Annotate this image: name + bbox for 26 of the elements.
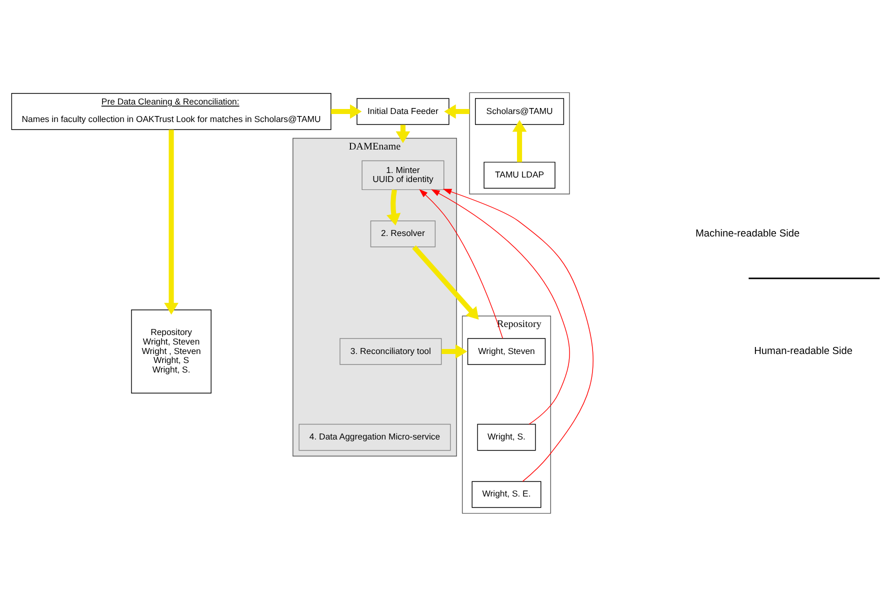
arrow bbox=[386, 189, 401, 226]
node-box: 1. Minter UUID of identity bbox=[362, 160, 444, 190]
arrow bbox=[431, 189, 570, 425]
node-box: 3. Reconciliatory tool bbox=[340, 338, 442, 365]
cluster bbox=[469, 92, 570, 194]
node-box: Scholars@TAMU bbox=[475, 98, 564, 125]
arrow bbox=[444, 104, 470, 119]
label: Machine-readable Side bbox=[696, 228, 800, 240]
node-box: Wright, S. E. bbox=[472, 481, 542, 508]
arrow bbox=[396, 124, 410, 144]
node-box: Wright, Steven bbox=[467, 338, 546, 365]
label: Human-readable Side bbox=[754, 346, 853, 358]
arrow bbox=[419, 189, 504, 339]
arrow bbox=[412, 245, 479, 320]
node-box: Wright, S. bbox=[477, 424, 536, 451]
node-box: TAMU LDAP bbox=[484, 162, 556, 189]
arrow bbox=[164, 130, 178, 315]
arrow bbox=[331, 104, 362, 119]
arrow bbox=[512, 120, 527, 162]
arrow bbox=[442, 188, 594, 482]
arrow bbox=[442, 344, 468, 359]
node-box: Initial Data Feeder bbox=[356, 98, 450, 125]
node-box: 2. Resolver bbox=[370, 220, 436, 248]
node-box: Repository Wright, Steven Wright , Steven Wright, S Wright, S. bbox=[131, 310, 212, 394]
node-box: Pre Data Cleaning & Reconciliation: Names in faculty collection in OAKTrust Look for matches in Scholars@TAMU bbox=[11, 93, 332, 130]
node-box: 4. Data Aggregation Micro-service bbox=[298, 424, 451, 451]
